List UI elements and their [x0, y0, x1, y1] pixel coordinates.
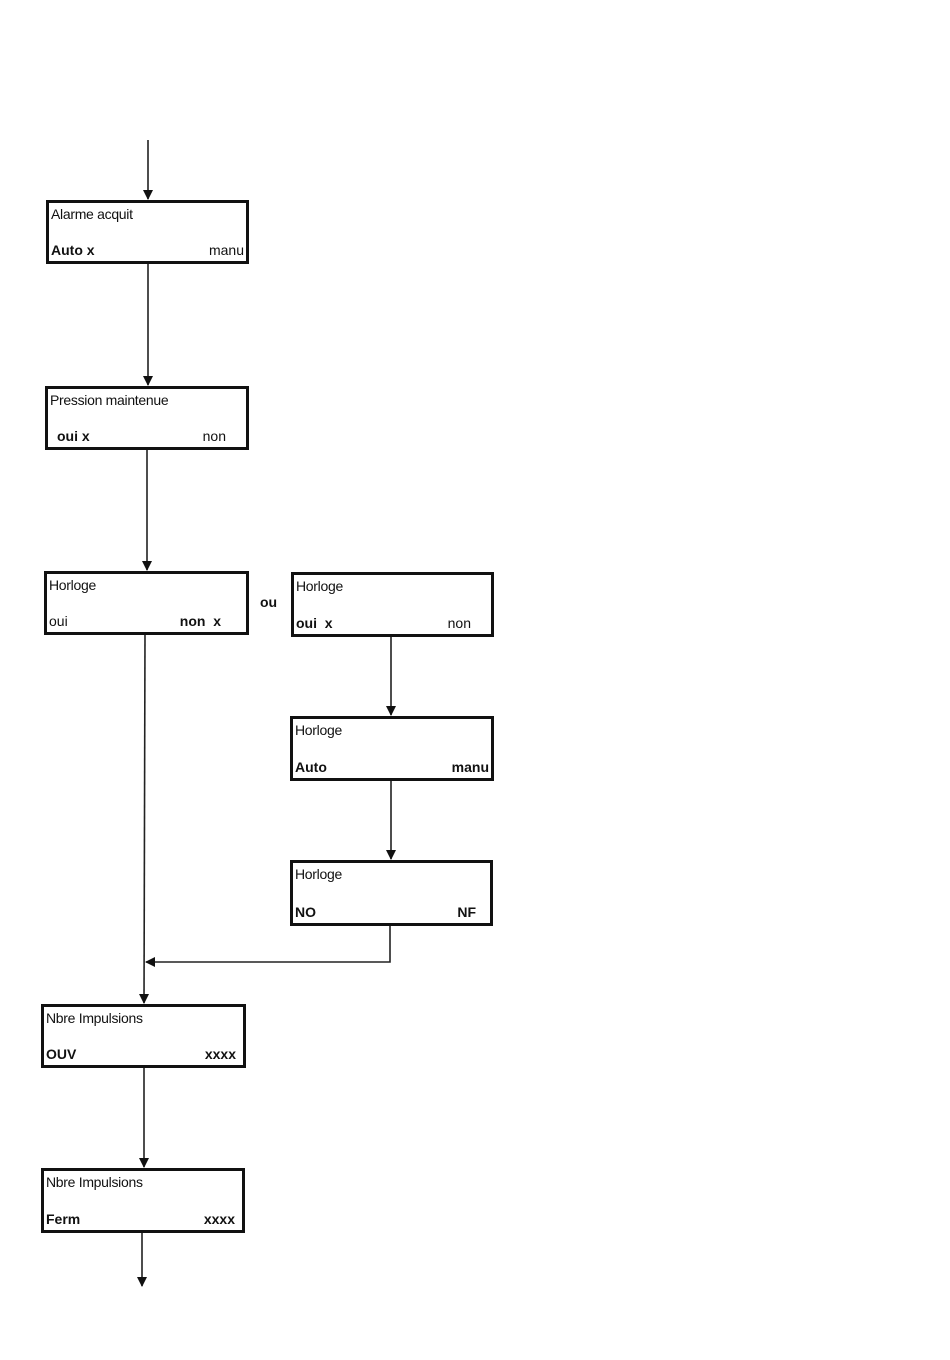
box-title: Nbre Impulsions [46, 1174, 143, 1190]
or-label: ou [260, 594, 278, 610]
option-left: OUV [46, 1046, 77, 1062]
box-title: Pression maintenue [50, 392, 169, 408]
box-pression-maintenue: Pression maintenue oui x non [45, 386, 249, 450]
option-right: non [447, 615, 471, 631]
option-right: xxxx [204, 1046, 236, 1062]
box-title: Horloge [295, 722, 342, 738]
box-title: Alarme acquit [51, 206, 133, 222]
box-title: Nbre Impulsions [46, 1010, 143, 1026]
option-right: non x [179, 613, 221, 629]
box-title: Horloge [295, 866, 342, 882]
option-right: NF [457, 904, 476, 920]
box-horloge-mode: Horloge Auto manu [290, 716, 494, 781]
option-right: manu [208, 242, 244, 258]
box-title: Horloge [296, 578, 343, 594]
box-title: Horloge [49, 577, 96, 593]
box-horloge-non: Horloge oui non x [44, 571, 249, 635]
box-impulsions-ouv: Nbre Impulsions OUV xxxx [41, 1004, 246, 1068]
option-right: non [202, 428, 226, 444]
box-alarme-acquit: Alarme acquit Auto x manu [46, 200, 249, 264]
option-right: manu [451, 759, 489, 775]
box-horloge-contact: Horloge NO NF [290, 860, 493, 926]
arrow-horloge-to-impulsions [139, 633, 150, 1004]
option-left: Auto x [51, 242, 95, 258]
option-left: oui [49, 613, 68, 629]
box-impulsions-ferm: Nbre Impulsions Ferm xxxx [41, 1168, 245, 1233]
option-left: oui x [57, 428, 90, 444]
arrow-no-nf-merge [145, 925, 391, 967]
option-left: oui x [296, 615, 333, 631]
option-left: Ferm [46, 1211, 81, 1227]
option-left: Auto [295, 759, 327, 775]
option-left: NO [295, 904, 316, 920]
option-right: xxxx [203, 1211, 235, 1227]
box-horloge-oui: Horloge oui x non [291, 572, 494, 637]
